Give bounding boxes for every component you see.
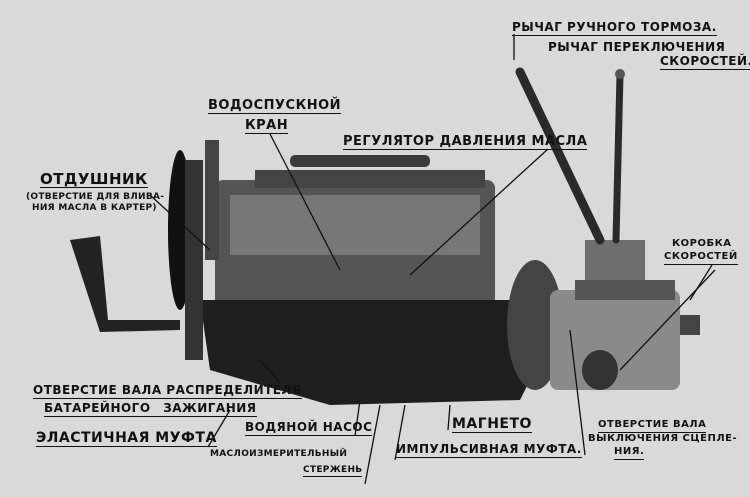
label-dipstick-2: СТЕРЖЕНЬ [303, 465, 363, 477]
leader-lines [149, 34, 716, 485]
label-gear-lever: РЫЧАГ ПЕРЕКЛЮЧЕНИЯ [548, 40, 726, 54]
label-drain-tap-2: КРАН [245, 118, 289, 134]
label-gearbox: КОРОБКА [672, 238, 732, 249]
label-oil-pressure-regulator: РЕГУЛЯТОР ДАВЛЕНИЯ МАСЛА [343, 134, 588, 150]
label-dipstick: МАСЛОИЗМЕРИТЕЛЬНЫЙ [210, 449, 348, 459]
label-distributor-shaft-2: БАТАРЕЙНОГО ЗАЖИГАНИЯ [44, 401, 257, 417]
label-impulse-coupling: ИМПУЛЬСИВНАЯ МУФТА. [396, 442, 582, 458]
label-breather-note-2: НИЯ МАСЛА В КАРТЕР) [32, 203, 157, 213]
label-hand-brake-lever: РЫЧАГ РУЧНОГО ТОРМОЗА. [512, 20, 717, 36]
label-clutch-shaft: ОТВЕРСТИЕ ВАЛА [598, 417, 707, 433]
gear-lever-knob [615, 69, 625, 79]
label-clutch-shaft-3: НИЯ. [614, 444, 645, 460]
label-breather-note: (ОТВЕРСТИЕ ДЛЯ ВЛИВА- [26, 192, 165, 202]
label-distributor-shaft: ОТВЕРСТИЕ ВАЛА РАСПРЕДЕЛИТЕЛЯ [33, 383, 302, 399]
label-water-pump: ВОДЯНОЙ НАСОС [245, 420, 373, 436]
label-breather: ОТДУШНИК [40, 170, 148, 188]
label-gear-lever-2: СКОРОСТЕЙ. [660, 54, 750, 70]
label-gearbox-2: СКОРОСТЕЙ [664, 249, 738, 265]
label-drain-tap: ВОДОСПУСКНОЙ [208, 98, 342, 114]
label-clutch-shaft-2: ВЫКЛЮЧЕНИЯ СЦЕПЛЕ- [588, 433, 738, 444]
levers [515, 67, 624, 245]
label-magneto: МАГНЕТО [452, 416, 532, 433]
label-flexible-coupling: ЭЛАСТИЧНАЯ МУФТА [36, 430, 217, 447]
engine-photo [70, 140, 700, 405]
